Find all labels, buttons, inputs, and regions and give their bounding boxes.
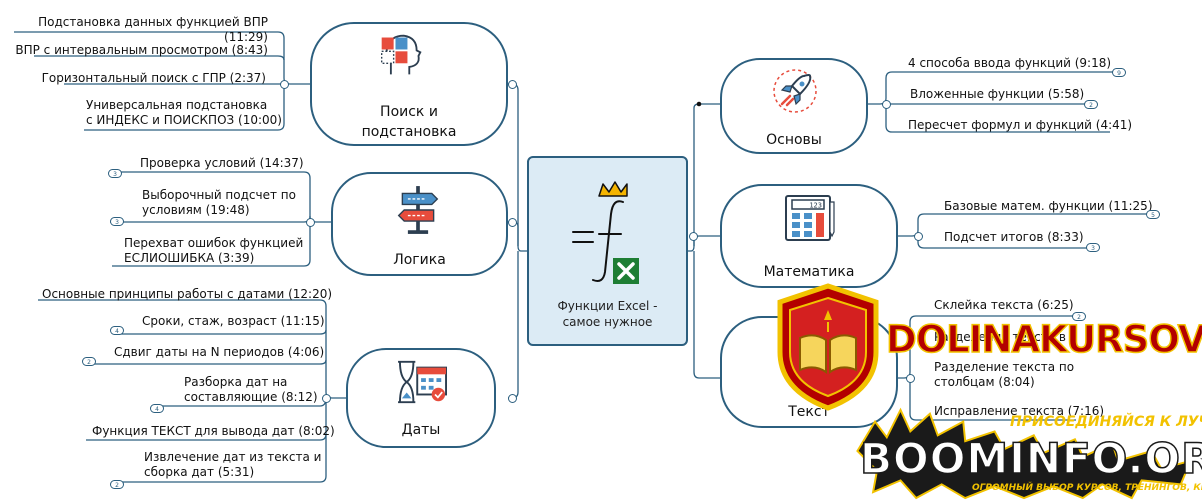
collapse-toggle[interactable] bbox=[508, 394, 517, 403]
branch-math-label: Математика bbox=[763, 264, 855, 280]
leaf-vlookup-range[interactable]: ВПР с интервальным просмотром (8:43) bbox=[15, 43, 268, 57]
central-topic[interactable]: Функции Excel - самое нужное bbox=[527, 156, 688, 346]
boominfo-watermark: BOOMINFO.ORG bbox=[859, 433, 1202, 484]
branch-basics[interactable]: Основы bbox=[720, 58, 868, 154]
collapse-toggle[interactable] bbox=[508, 218, 517, 227]
count-badge: 3 bbox=[1086, 243, 1100, 252]
count-badge: 3 bbox=[110, 217, 124, 226]
excel-formula-icon bbox=[572, 181, 639, 284]
collapse-toggle[interactable] bbox=[882, 100, 891, 109]
leaf-date-periods[interactable]: Сроки, стаж, возраст (11:15) bbox=[142, 314, 325, 328]
boominfo-tagline-top: ПРИСОЕДИНЯЙСЯ К ЛУЧШИМ! bbox=[1010, 414, 1202, 430]
collapse-toggle[interactable] bbox=[689, 232, 698, 241]
count-badge: 9 bbox=[1112, 68, 1126, 77]
count-badge: 5 bbox=[1146, 210, 1160, 219]
leaf-countif[interactable]: Выборочный подсчет по условиям (19:48) bbox=[142, 188, 296, 217]
leaf-basic-math[interactable]: Базовые матем. функции (11:25) bbox=[944, 199, 1153, 213]
count-badge: 4 bbox=[150, 404, 164, 413]
boominfo-burst bbox=[856, 407, 1193, 500]
central-topic-label: Функции Excel - самое нужное bbox=[557, 299, 658, 329]
count-badge: 2 bbox=[110, 480, 124, 489]
collapse-toggle[interactable] bbox=[306, 218, 315, 227]
count-badge: 2 bbox=[82, 357, 96, 366]
branch-search-label: Поиск и подстановка bbox=[361, 104, 457, 140]
leaf-split-text[interactable]: Разделение текста в bbox=[934, 330, 1066, 344]
collapse-toggle[interactable] bbox=[914, 232, 923, 241]
calculator-icon: 123 bbox=[785, 195, 835, 241]
leaf-date-extract[interactable]: Извлечение дат из текста и сборка дат (5… bbox=[144, 450, 322, 479]
crown-icon bbox=[598, 181, 628, 197]
head-puzzle-icon bbox=[380, 34, 422, 75]
branch-logic-label: Логика bbox=[393, 252, 446, 268]
leaf-vlookup[interactable]: Подстановка данных функцией ВПР (11:29) bbox=[38, 15, 268, 44]
count-badge: 3 bbox=[108, 169, 122, 178]
signpost-icon bbox=[397, 186, 439, 234]
calculator-display: 123 bbox=[809, 202, 822, 210]
leaf-nested-functions[interactable]: Вложенные функции (5:58) bbox=[910, 87, 1085, 101]
leaf-date-basics[interactable]: Основные принципы работы с датами (12:20… bbox=[42, 287, 333, 301]
leaf-text-to-columns[interactable]: Разделение текста по столбцам (8:04) bbox=[934, 360, 1075, 389]
count-badge: 2 bbox=[1084, 100, 1098, 109]
branch-math[interactable]: 123 Математика bbox=[720, 184, 898, 288]
leaf-if[interactable]: Проверка условий (14:37) bbox=[140, 156, 304, 170]
leaf-input-methods[interactable]: 4 способа ввода функций (9:18) bbox=[908, 56, 1112, 70]
count-badge: 4 bbox=[110, 326, 124, 335]
calendar-hourglass-icon bbox=[398, 360, 447, 404]
leaf-recalculation[interactable]: Пересчет формул и функций (4:41) bbox=[908, 118, 1133, 132]
collapse-toggle[interactable] bbox=[322, 394, 331, 403]
boominfo-tagline-bottom: ОГРОМНЫЙ ВЫБОР КУРСОВ, ТРЕНИНГОВ, КНИГ bbox=[972, 483, 1202, 493]
leaf-concatenate[interactable]: Склейка текста (6:25) bbox=[934, 298, 1074, 312]
leaf-index-match[interactable]: Универсальная подстановка с ИНДЕКС и ПОИ… bbox=[86, 98, 282, 127]
leaf-date-parse[interactable]: Разборка дат на составляющие (8:12) bbox=[184, 375, 318, 404]
dolinakursov-watermark: DOLINAKURSOV bbox=[885, 317, 1202, 362]
collapse-toggle[interactable] bbox=[508, 80, 517, 89]
count-badge: 2 bbox=[1072, 312, 1086, 321]
leaf-subtotals[interactable]: Подсчет итогов (8:33) bbox=[944, 230, 1084, 244]
branch-logic[interactable]: Логика bbox=[331, 172, 508, 276]
leaf-date-text[interactable]: Функция ТЕКСТ для вывода дат (8:02) bbox=[92, 424, 335, 438]
leaf-date-shift[interactable]: Сдвиг даты на N периодов (4:06) bbox=[114, 345, 325, 359]
branch-basics-label: Основы bbox=[766, 132, 822, 148]
branch-dates[interactable]: Даты bbox=[346, 348, 496, 448]
branch-dates-label: Даты bbox=[401, 422, 441, 438]
leaf-text-fix[interactable]: Исправление текста (7:16) bbox=[934, 404, 1105, 418]
dolinakursov-emblem bbox=[777, 283, 879, 411]
branch-search[interactable]: Поиск и подстановка bbox=[310, 22, 508, 146]
collapse-toggle[interactable] bbox=[906, 374, 915, 383]
leaf-hlookup[interactable]: Горизонтальный поиск с ГПР (2:37) bbox=[41, 71, 266, 85]
branch-text-label: Текст bbox=[788, 404, 830, 420]
collapse-toggle[interactable] bbox=[280, 80, 289, 89]
leaf-iferror[interactable]: Перехват ошибок функцией ЕСЛИОШИБКА (3:3… bbox=[124, 236, 304, 265]
rocket-icon bbox=[773, 69, 817, 113]
